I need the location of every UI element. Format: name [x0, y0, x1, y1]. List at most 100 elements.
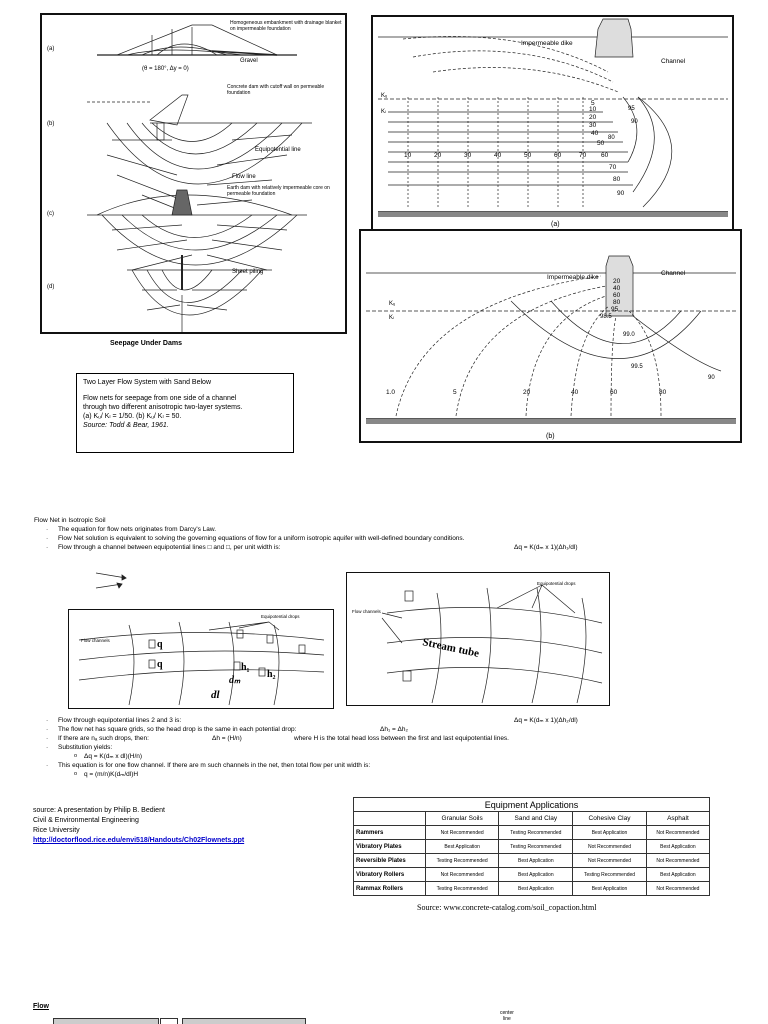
- equation-drop-note: where H is the total head loss between t…: [294, 734, 509, 743]
- figure-a-right-value: 90: [617, 190, 625, 197]
- table-cell: Testing Recommended: [425, 854, 499, 868]
- line-text: line: [500, 1016, 514, 1022]
- near-value-95: 95: [628, 106, 635, 112]
- kl-label-b: Kₗ: [389, 315, 394, 321]
- col-header-asphalt: Asphalt: [646, 812, 709, 826]
- table-cell: Not Recommended: [425, 826, 499, 840]
- seepage-figure: (a) (b) (c) (d) Homogeneous embankment w…: [40, 13, 347, 334]
- figure-b-stack-value: 60: [613, 292, 621, 299]
- table-row-header: Rammax Rollers: [354, 882, 426, 896]
- note-d: Sheet piling: [232, 269, 263, 275]
- table-cell: Testing Recommended: [499, 840, 573, 854]
- dm-label: dₘ: [229, 675, 241, 686]
- label-a: (a): [47, 46, 54, 52]
- figure-a-right-value: 70: [609, 164, 617, 171]
- value-90-b: 90: [708, 375, 715, 381]
- figure-b-stack-value: 20: [613, 278, 621, 285]
- table-row: Vibratory RollersNot RecommendedBest App…: [354, 868, 710, 882]
- figure-a-bottom-value: 70: [579, 152, 587, 159]
- right-equipotential-drops: Equipotential drops: [537, 581, 576, 586]
- label-b: (b): [47, 121, 54, 127]
- figure-a-bottom-value: 30: [464, 152, 472, 159]
- label-c: (c): [47, 211, 54, 217]
- figure-a-bottom-value: 60: [554, 152, 562, 159]
- figure-b-bottom-value: 60: [610, 389, 618, 396]
- channel-label-a: Channel: [661, 58, 686, 65]
- seepage-caption: Seepage Under Dams: [110, 340, 182, 347]
- table-cell: Best Application: [646, 868, 709, 882]
- table-cell: Not Recommended: [646, 882, 709, 896]
- figure-a-right-value: 80: [613, 176, 621, 183]
- figure-a-right-value: 10: [589, 106, 597, 113]
- table-cell: Best Application: [499, 854, 573, 868]
- col-header-granular: Granular Soils: [425, 812, 499, 826]
- h1-label: h₁: [241, 662, 250, 673]
- flow-net-heading: Flow Net in Isotropic Soil: [34, 516, 754, 525]
- footer-box-1: [53, 1018, 159, 1024]
- table-cell: Best Application: [499, 882, 573, 896]
- figure-b-bottom-value: 40: [571, 389, 579, 396]
- near-value-80: 80: [608, 135, 615, 141]
- flow-net-bullet-3-text: Flow through a channel between equipoten…: [58, 544, 281, 551]
- two-layer-diagram-b: Impermeable dike Channel Kᵤ Kₗ 204060809…: [361, 231, 740, 441]
- q-label-2: q: [157, 659, 163, 670]
- table-cell: Best Application: [425, 840, 499, 854]
- dike-label-a: Impermeable dike: [521, 40, 573, 47]
- flow-net-bullet-3: Flow through a channel between equipoten…: [44, 543, 754, 552]
- figure-a-right-value: 50: [597, 140, 605, 147]
- equipotential-label: Equipotential line: [255, 147, 301, 153]
- figure-a-right-value: 20: [589, 114, 597, 121]
- table-cell: Best Application: [573, 882, 647, 896]
- table-cell: Best Application: [646, 840, 709, 854]
- col-header-blank: [354, 812, 426, 826]
- figure-b-bottom-value: 20: [523, 389, 531, 396]
- source-link[interactable]: http://doctorflood.rice.edu/envi518/Hand…: [33, 837, 244, 844]
- figure-a-bottom-value: 40: [494, 152, 502, 159]
- flow-line-label: Flow line: [232, 174, 256, 180]
- second-bullet-1: Flow through equipotential lines 2 and 3…: [44, 716, 754, 725]
- equipment-table-title: Equipment Applications: [354, 798, 710, 812]
- table-cell: Not Recommended: [646, 826, 709, 840]
- table-row-header: Vibratory Rollers: [354, 868, 426, 882]
- figure-b-label: (b): [546, 433, 555, 440]
- substitution-1: Δq = K(dₘ x dl)(H/n): [44, 752, 754, 761]
- figure-a-bottom-value: 20: [434, 152, 442, 159]
- figure-a-right-value: 60: [601, 152, 609, 159]
- two-layer-caption-box: Two Layer Flow System with Sand Below Fl…: [76, 373, 294, 453]
- figure-b-bottom-value: 5: [453, 389, 457, 396]
- equation-drop: Δh = (H/n): [212, 734, 242, 743]
- footer-box-2: [160, 1018, 178, 1024]
- equation-1: Δq = K(dₘ x 1)(Δh₁/dl): [514, 543, 578, 552]
- second-bullet-5: This equation is for one flow channel. I…: [44, 761, 754, 770]
- table-cell: Not Recommended: [573, 840, 647, 854]
- dl-label: dl: [211, 689, 221, 701]
- label-d: (d): [47, 284, 54, 290]
- flow-net-bullet-1: The equation for flow nets originates fr…: [44, 525, 754, 534]
- left-equipotential-drops: Equipotential drops: [261, 614, 300, 619]
- right-flow-channels: Flow channels: [352, 609, 382, 614]
- equation-2: Δq = K(dₘ x 1)(Δh₂/dl): [514, 716, 578, 725]
- figure-a-bottom-value: 10: [404, 152, 412, 159]
- equipment-table-wrap: Equipment Applications Granular Soils Sa…: [353, 797, 710, 912]
- table-cell: Testing Recommended: [425, 882, 499, 896]
- gravel-label: Gravel: [240, 58, 258, 64]
- equipment-table: Equipment Applications Granular Soils Sa…: [353, 797, 710, 896]
- col-header-sand-clay: Sand and Clay: [499, 812, 573, 826]
- note-b: Concrete dam with cutoff wall on permeab…: [227, 84, 327, 96]
- ku-label-a: Kᵤ: [381, 93, 388, 99]
- col-header-cohesive: Cohesive Clay: [573, 812, 647, 826]
- table-cell: Testing Recommended: [499, 826, 573, 840]
- table-cell: Not Recommended: [573, 854, 647, 868]
- ku-label-b: Kᵤ: [389, 301, 396, 307]
- h2-label: h₂: [267, 669, 276, 680]
- flow-net-bullet-2: Flow Net solution is equivalent to solvi…: [44, 534, 754, 543]
- figure-a-right-value: 30: [589, 122, 597, 129]
- arrows-decoration: [94, 570, 134, 595]
- table-cell: Testing Recommended: [573, 868, 647, 882]
- figure-a-bottom-value: 50: [524, 152, 532, 159]
- dike-label-b: Impermeable dike: [547, 274, 599, 281]
- center-line-label: center line: [500, 1010, 514, 1022]
